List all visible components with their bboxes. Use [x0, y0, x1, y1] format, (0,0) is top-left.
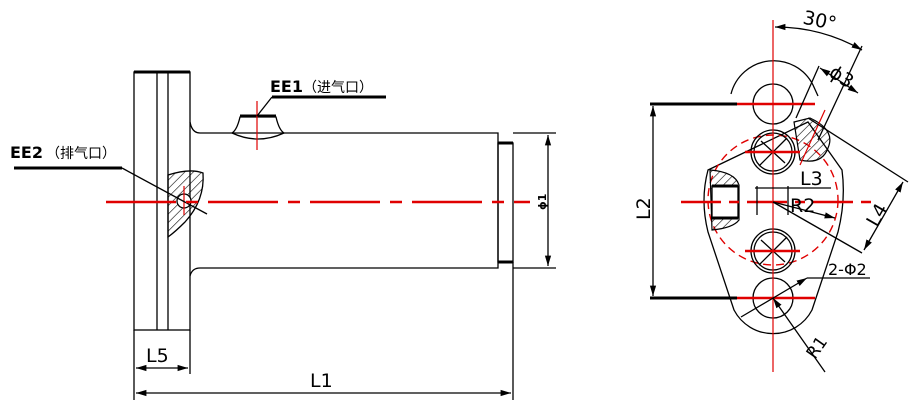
ee2-label: EE2 — [10, 143, 43, 162]
l2-label: L2 — [633, 197, 655, 220]
ee1-label: EE1 — [270, 77, 303, 96]
l5-label: L5 — [146, 345, 169, 367]
holes-label: 2-Φ2 — [828, 260, 867, 279]
r1-label: R1 — [803, 333, 832, 363]
ee1-note: （进气口） — [303, 80, 373, 96]
r2-label: R2 — [790, 195, 815, 217]
l3-label: L3 — [800, 168, 823, 190]
cylinder-body — [189, 121, 499, 277]
phi1-label: ϕ1 — [536, 194, 549, 210]
front-view: L2 30° ϕ3 L3 R2 L4 2-Φ2 R1 — [633, 7, 909, 373]
side-view: EE1 （进气口） EE2 （排气口） ϕ1 L5 L1 — [10, 70, 556, 400]
inlet-port — [231, 116, 286, 140]
l1-label: L1 — [310, 370, 333, 392]
l4-label: L4 — [862, 200, 892, 231]
ee2-note: （排气口） — [46, 146, 116, 162]
angle-label: 30° — [801, 7, 839, 36]
